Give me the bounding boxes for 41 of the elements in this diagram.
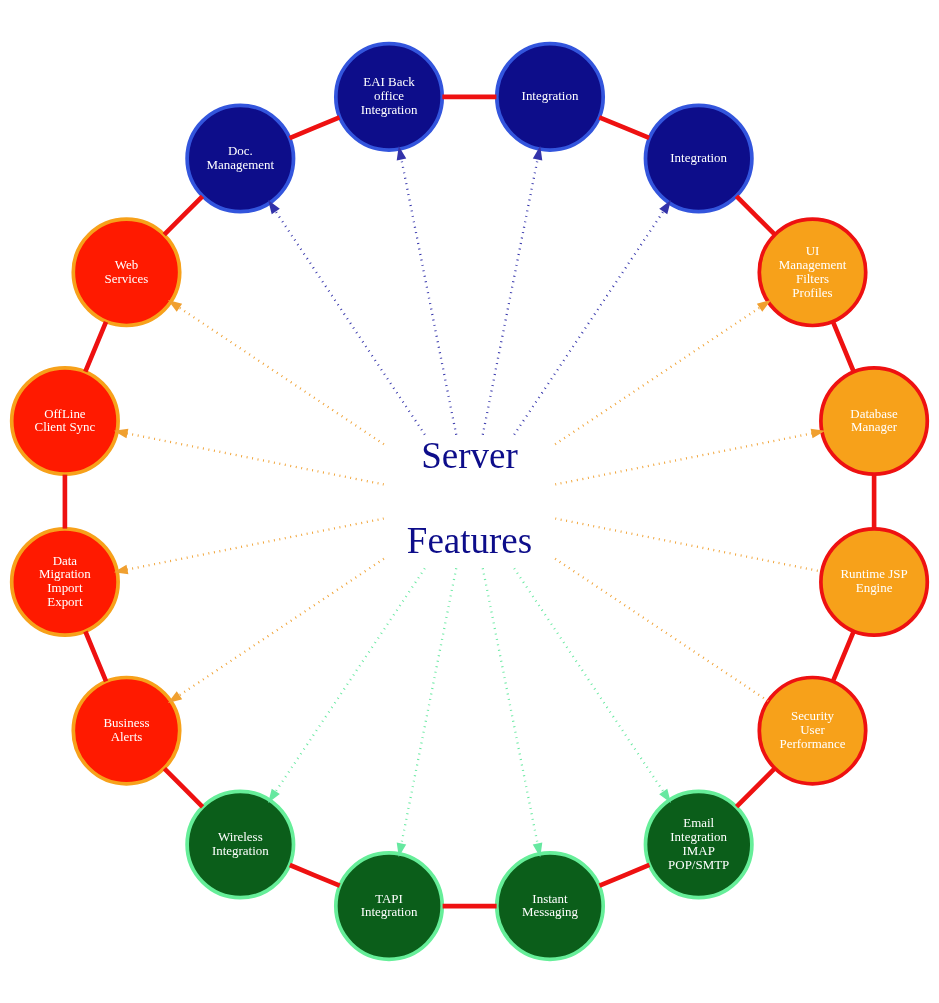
connector (598, 862, 651, 888)
connector (598, 115, 651, 141)
node-circle: Runtime JSP Engine (819, 526, 930, 638)
arrow (167, 557, 385, 704)
connector (830, 630, 856, 683)
connector (554, 557, 769, 703)
arrow (113, 517, 384, 575)
connector (830, 320, 856, 373)
node-circle: TAPI Integration (333, 851, 445, 962)
node-circle: Security User Performance (757, 675, 868, 786)
connector (288, 115, 341, 141)
connector (871, 474, 877, 529)
connector (442, 903, 497, 909)
arrow (513, 567, 671, 803)
connector (734, 766, 777, 809)
node-circle: Data Migration Import Export (9, 526, 120, 638)
arrow (167, 299, 385, 446)
arrow (555, 428, 826, 486)
connector (162, 194, 205, 237)
arrow (554, 299, 772, 446)
node-circle: Integration (494, 41, 606, 152)
arrow (396, 145, 458, 435)
arrow (513, 200, 671, 436)
connector (83, 630, 109, 683)
arrow (268, 567, 426, 803)
connector (442, 94, 497, 100)
node-circle: Database Manager (819, 365, 930, 477)
connector (734, 194, 777, 237)
connector (288, 862, 341, 888)
node-text: Server Features (406, 435, 533, 562)
connector (162, 766, 205, 809)
node-circle: EAI Back office Integration (333, 41, 445, 152)
connector (83, 320, 109, 373)
arrow (481, 568, 543, 858)
arrow (481, 145, 543, 435)
node-circle: OffLine Client Sync (9, 365, 120, 477)
connector (62, 474, 68, 529)
node-circle: Instant Messaging (494, 851, 606, 962)
arrow (268, 200, 426, 436)
arrow (113, 428, 384, 486)
arrow (396, 568, 458, 858)
